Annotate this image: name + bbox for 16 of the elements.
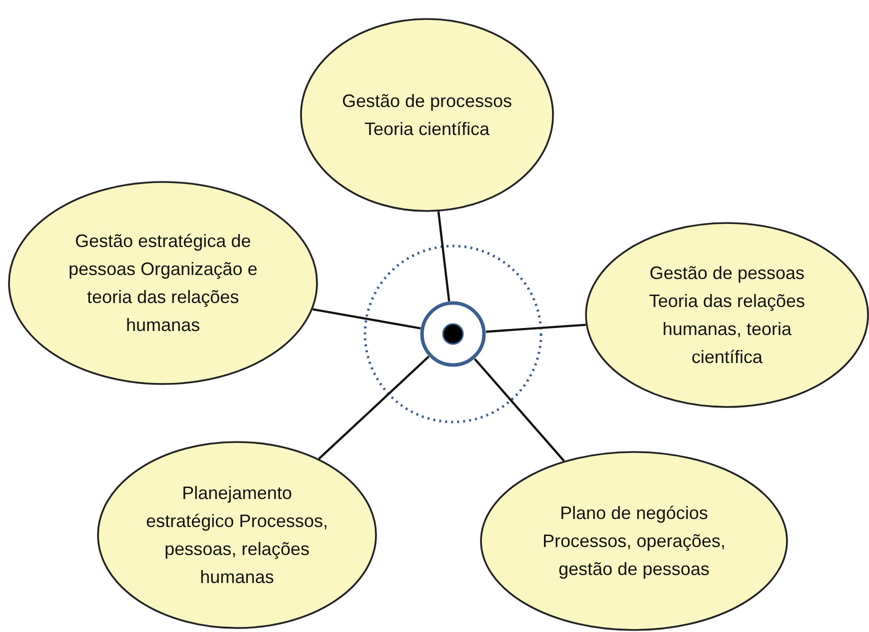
topic-text: Plano de negócios Processos, operações, gestão de pessoas — [541, 502, 727, 581]
connector-line — [474, 358, 565, 462]
hub-circle — [420, 301, 486, 367]
connector-line — [318, 356, 430, 460]
topic-ellipse — [8, 181, 318, 385]
topic-text: Gestão estratégica de pessoas Organização e teoria das relações humanas — [67, 230, 259, 337]
topic-ellipse — [585, 222, 869, 408]
connector-line — [437, 211, 450, 302]
topic-text: Planejamento estratégico Processos, pessoas, relações humanas — [144, 482, 330, 589]
topic-text: Gestão de processos Teoria científica — [340, 90, 514, 141]
connector-line — [312, 308, 421, 330]
topic-text: Gestão de pessoas Teoria das relações humanas, teoria científica — [648, 262, 806, 369]
topic-ellipse — [300, 18, 554, 212]
topic-ellipse — [97, 441, 377, 629]
connector-line — [486, 324, 586, 333]
topic-ellipse — [480, 451, 788, 631]
